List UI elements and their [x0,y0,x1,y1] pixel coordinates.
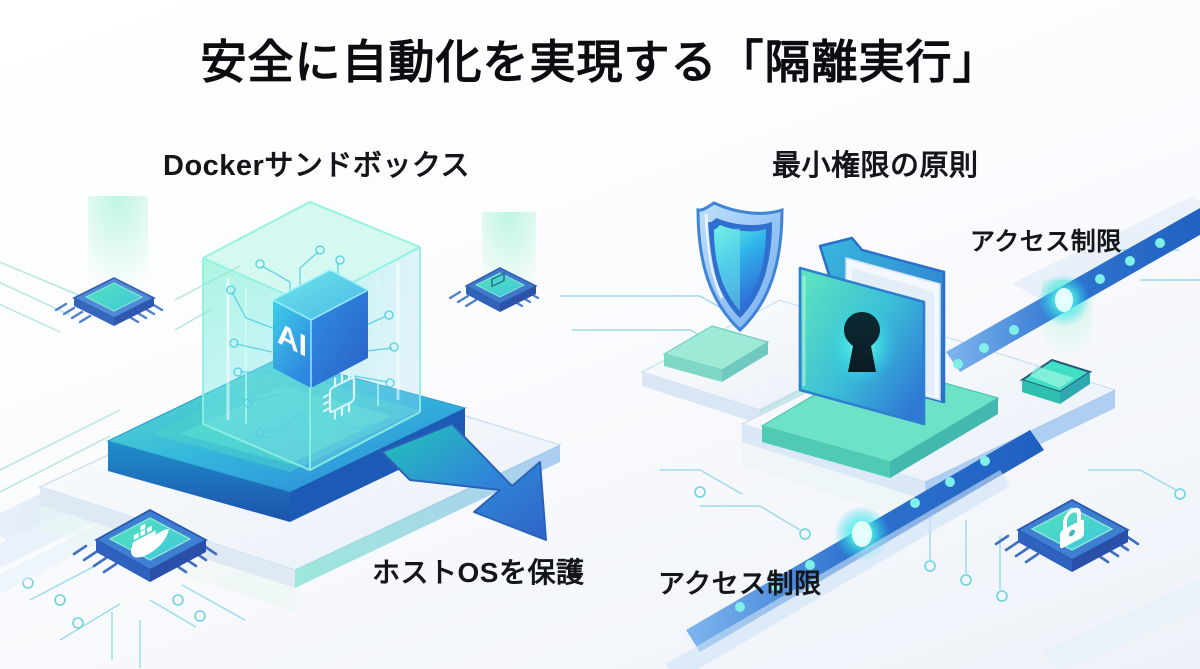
docker-whale-chip-icon [72,508,218,582]
docker-whale-icon [130,523,170,558]
ai-core-cube-icon: AI [272,269,369,420]
locked-folder-icon [798,236,946,426]
host-os-protect-label: ホストOSを保護 [372,557,585,588]
processor-chip-icon [54,277,164,326]
page-title: 安全に自動化を実現する「隔離実行」 [200,36,1000,88]
isometric-platform-icon [1019,358,1093,404]
down-right-arrow-icon [381,423,547,541]
access-restriction-label-top: アクセス制限 [970,228,1122,256]
keyhole-icon [844,312,880,372]
padlock-icon [1060,507,1084,549]
data-rail-icon [946,208,1200,372]
padlock-chip-icon [994,498,1140,572]
isometric-platform-icon [662,325,770,382]
left-panel-heading: Dockerサンドボックス [163,150,470,182]
circuit-trace-icon [694,486,1186,602]
data-rail-icon [666,470,1010,669]
circuit-trace-icon [29,565,246,668]
chip-glyph-icon [322,370,356,420]
processor-chip-icon [448,267,540,312]
right-panel-heading: 最小権限の原則 [772,150,979,182]
shield-icon [696,201,784,333]
data-rail-icon [1012,197,1200,669]
access-restriction-label-bottom: アクセス制限 [658,569,822,599]
